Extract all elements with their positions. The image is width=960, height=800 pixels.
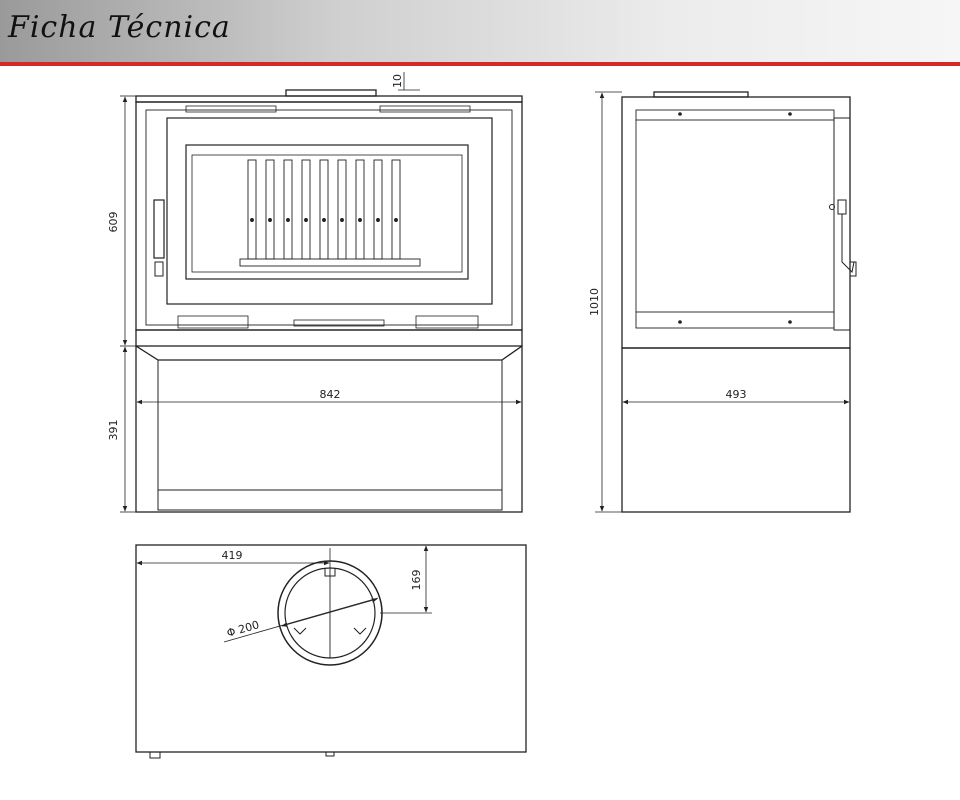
side-view (621, 91, 857, 513)
front-base-box (135, 345, 523, 513)
front-stove-body (135, 101, 523, 331)
front-grate-bars (247, 159, 401, 260)
front-top-collar (285, 89, 377, 97)
side-base-box (621, 347, 851, 513)
flue-offset-y-label: 169 (410, 570, 423, 591)
front-width-label: 842 (320, 388, 341, 401)
front-top-plate (135, 95, 523, 103)
front-door-frame (166, 117, 493, 305)
side-dimension-lines (595, 91, 850, 513)
page-title: Ficha Técnica (8, 10, 231, 45)
side-stove-body (621, 96, 851, 349)
front-glass-window (185, 144, 469, 280)
top-view (135, 544, 527, 759)
front-dimension-lines (120, 72, 522, 513)
top-dimension-lines (136, 545, 432, 643)
side-total-height-label: 1010 (588, 288, 601, 316)
top-collar-height-label: 10 (391, 74, 404, 88)
front-base-height-label: 391 (107, 420, 120, 441)
front-base-plinth (135, 329, 523, 361)
side-screws (678, 112, 792, 324)
top-outline (135, 544, 527, 753)
front-top-height-label: 609 (107, 212, 120, 233)
flue-offset-x-label: 419 (222, 549, 243, 562)
side-top-collar (653, 91, 749, 98)
header-bar: Ficha Técnica (0, 0, 960, 62)
header-accent-rule (0, 62, 960, 66)
front-view (135, 89, 523, 513)
side-depth-label: 493 (726, 388, 747, 401)
